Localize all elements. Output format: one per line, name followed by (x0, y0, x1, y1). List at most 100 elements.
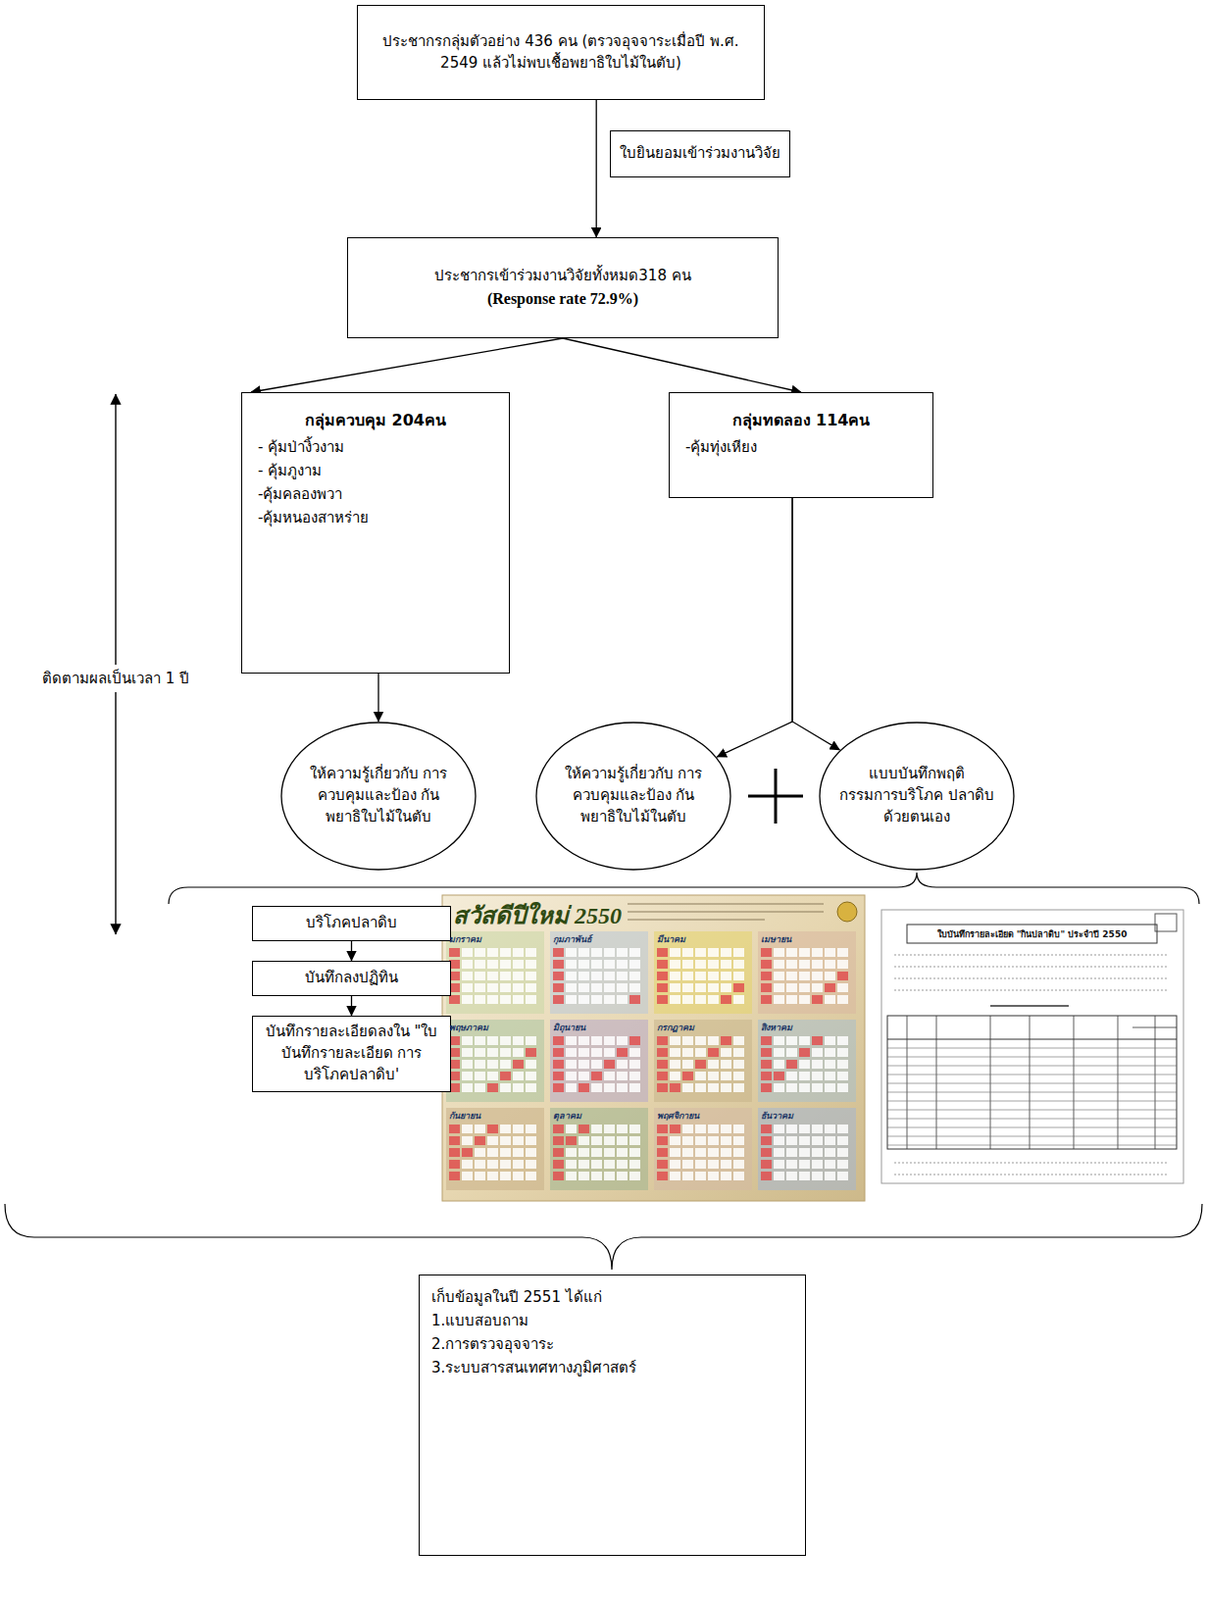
day-cell (461, 983, 473, 993)
day-cell (773, 1136, 785, 1146)
day-cell (669, 983, 681, 993)
day-cell (786, 983, 798, 993)
day-cell (656, 1148, 668, 1157)
day-cell (616, 1124, 628, 1134)
day-cell (578, 995, 590, 1005)
day-cell (487, 995, 499, 1005)
day-cell (565, 983, 577, 993)
month-name: มิถุนายน (553, 1020, 586, 1035)
photo-patch (446, 1107, 545, 1191)
table-rule (906, 1015, 908, 1150)
day-cell (525, 959, 537, 969)
day-cell (773, 995, 785, 1005)
day-cell (707, 1083, 719, 1093)
day-cell (474, 971, 486, 981)
day-cell (525, 1148, 537, 1157)
day-cell (773, 1124, 785, 1134)
day-cell (837, 1071, 849, 1081)
day-cell (695, 959, 706, 969)
day-cell (824, 1083, 836, 1093)
day-cell (591, 1036, 603, 1046)
day-cell (837, 959, 849, 969)
oval-outline (536, 722, 731, 870)
day-cell (500, 983, 511, 993)
day-cell (799, 1048, 810, 1057)
day-cell (474, 1048, 486, 1057)
day-cell (824, 1148, 836, 1157)
photo-patch (757, 1107, 856, 1191)
day-cell (512, 983, 524, 993)
day-cell (512, 948, 524, 957)
day-cell (656, 971, 668, 981)
day-cell (629, 1171, 641, 1181)
day-cell (578, 983, 590, 993)
sample-box: ประชากรกลุ่มตัวอย่าง 436 คน (ตรวจอุจจาระ… (356, 4, 765, 101)
day-cell (500, 1124, 511, 1134)
day-cell (799, 1159, 810, 1169)
day-cell (449, 1171, 460, 1181)
node-text: บันทึกลงปฏิทิน (260, 967, 443, 990)
day-cell (616, 1083, 628, 1093)
day-cell (824, 948, 836, 957)
day-cell (629, 1048, 641, 1057)
day-cell (512, 1071, 524, 1081)
day-cell (565, 1059, 577, 1069)
day-cell (811, 1083, 823, 1093)
day-cell (565, 1071, 577, 1081)
day-cell (500, 959, 511, 969)
day-cell (707, 995, 719, 1005)
photo-patch (446, 931, 545, 1014)
day-cell (733, 1071, 745, 1081)
day-cell (682, 1048, 694, 1057)
day-cell (512, 1171, 524, 1181)
day-cell (760, 1148, 772, 1157)
day-cell (786, 1036, 798, 1046)
day-cell (578, 1059, 590, 1069)
flow-arrow (351, 941, 353, 961)
day-cell (500, 1148, 511, 1157)
day-cell (474, 1171, 486, 1181)
node-text: บริโภคปลาดิบ (260, 912, 443, 935)
day-cell (824, 983, 836, 993)
day-cell (487, 1036, 499, 1046)
calendar-title: สวัสดีปีใหม่ 2550 (452, 896, 622, 935)
day-cell (525, 1171, 537, 1181)
day-cell (720, 983, 732, 993)
day-cell (733, 1159, 745, 1169)
day-cell (461, 1136, 473, 1146)
day-cell (760, 1124, 772, 1134)
table-rule (990, 1015, 992, 1150)
day-cell (682, 995, 694, 1005)
day-cell (449, 1148, 460, 1157)
day-cell (695, 1059, 706, 1069)
day-cell (773, 1159, 785, 1169)
day-cell (553, 1048, 564, 1057)
day-cell (760, 1136, 772, 1146)
day-cell (591, 1148, 603, 1157)
day-cell (565, 1048, 577, 1057)
day-cell (578, 948, 590, 957)
day-cell (553, 1059, 564, 1069)
day-cell (553, 995, 564, 1005)
day-cell (629, 971, 641, 981)
day-cell (656, 1059, 668, 1069)
month-name: สิงหาคม (760, 1020, 793, 1035)
day-cell (773, 983, 785, 993)
day-cell (837, 1124, 849, 1134)
day-cell (760, 1083, 772, 1093)
table-rule (1073, 1015, 1075, 1150)
day-cell (487, 971, 499, 981)
day-cell (707, 1036, 719, 1046)
day-cell (656, 1136, 668, 1146)
day-cell (578, 1159, 590, 1169)
data-collection-box: เก็บข้อมูลในปี 2551 ได้แก่1.แบบสอบถาม2.ก… (418, 1274, 806, 1557)
day-cell (760, 995, 772, 1005)
day-cell (811, 948, 823, 957)
day-cell (733, 1124, 745, 1134)
node-text: ประชากรเข้าร่วมงานวิจัยทั้งหมด318 คน (361, 265, 764, 288)
day-cell (733, 1148, 745, 1157)
day-cell (553, 971, 564, 981)
day-cell (760, 1159, 772, 1169)
day-cell (799, 1124, 810, 1134)
day-cell (773, 1036, 785, 1046)
